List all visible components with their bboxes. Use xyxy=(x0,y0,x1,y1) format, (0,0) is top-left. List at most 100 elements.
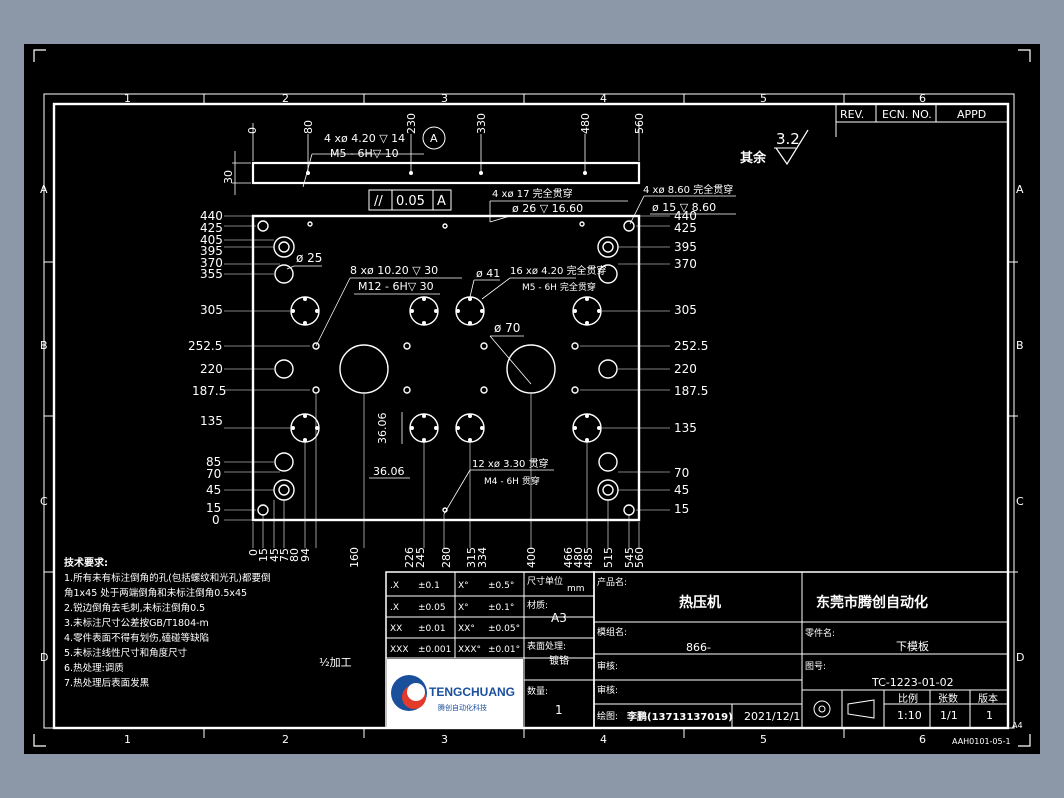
zone-col-6-bottom: 6 xyxy=(919,733,926,746)
roughness-rest-label: 其余 xyxy=(740,150,767,166)
ldim-220: 220 xyxy=(200,362,223,376)
product-name: 热压机 xyxy=(679,594,721,611)
bdim-94: 94 xyxy=(299,548,312,562)
note-m4: M4 - 6H 贯穿 xyxy=(484,475,540,487)
rdim-395: 395 xyxy=(674,240,697,254)
ldim-370: 370 xyxy=(200,256,223,270)
top-dim-0: 0 xyxy=(246,127,259,134)
ldim-252-5: 252.5 xyxy=(188,339,222,353)
parallel-value: 0.05 xyxy=(396,194,425,209)
zone-row-b-right: B xyxy=(1016,339,1024,352)
scale-label: 比例 xyxy=(898,692,918,705)
rdim-187-5: 187.5 xyxy=(674,384,708,398)
tol-r2-c2: ±0.05 xyxy=(418,603,446,613)
tech-notes-title: 技术要求: xyxy=(64,556,108,569)
bdim-466: 466 xyxy=(562,547,575,568)
top-dim-230: 230 xyxy=(405,113,418,134)
left-ordinate-dims: 440 425 405 395 370 355 305 252.5 220 18… xyxy=(188,209,226,527)
ldim-305: 305 xyxy=(200,303,223,317)
approve-label: 审核: xyxy=(597,684,618,696)
tech-note-5: 4.零件表面不得有划伤,磕碰等缺陷 xyxy=(64,632,209,644)
zone-col-2: 2 xyxy=(282,92,289,105)
surface-value: 镀铬 xyxy=(549,654,569,667)
zone-col-5-bottom: 5 xyxy=(760,733,767,746)
note-4x17: 4 xø 17 完全贯穿 xyxy=(492,187,573,200)
bdim-280: 280 xyxy=(440,547,453,568)
paper-size: A4 xyxy=(1012,721,1023,730)
parallel-datum: A xyxy=(437,194,446,209)
ldim-425: 425 xyxy=(200,221,223,235)
version-value: 1 xyxy=(986,709,993,722)
sheet-value: 1/1 xyxy=(940,709,958,722)
tech-note-2: 角1x45 处于两端倒角和未标注倒角0.5x45 xyxy=(64,587,247,599)
part-number: TC-1223-01-02 xyxy=(871,676,954,689)
leader-lines xyxy=(286,195,736,515)
note-d15: ø 15 ▽ 8.60 xyxy=(652,201,716,214)
drawing-canvas: 1 2 3 4 5 6 1 2 3 4 5 6 A B C D A B C D … xyxy=(33,49,1031,747)
ldim-135: 135 xyxy=(200,414,223,428)
crop-marks xyxy=(33,49,1031,747)
tech-note-8: 7.热处理后表面发黑 xyxy=(64,677,150,689)
ecn-header: ECN. NO. xyxy=(882,108,932,121)
rdim-45: 45 xyxy=(674,483,689,497)
tol-r1-c4: ±0.5° xyxy=(488,581,514,591)
bdim-400: 400 xyxy=(525,547,538,568)
zone-col-4: 4 xyxy=(600,92,607,105)
tol-r1-c1: .X xyxy=(390,581,399,591)
ldim-70: 70 xyxy=(206,467,221,481)
surface-label: 表面处理: xyxy=(527,640,566,652)
tech-note-4: 3.未标注尺寸公差按GB/T1804-m xyxy=(64,617,209,629)
rdim-370: 370 xyxy=(674,257,697,271)
model-label: 模组名: xyxy=(597,626,627,638)
scale-value: 1:10 xyxy=(897,709,922,722)
rdim-305: 305 xyxy=(674,303,697,317)
dim-36-vertical: 36.06 xyxy=(376,413,389,445)
drawer-label: 绘图: xyxy=(597,710,618,722)
dim-36-horizontal: 36.06 xyxy=(373,465,405,478)
document-number: AAH0101-05-1 xyxy=(952,737,1011,746)
zone-row-b: B xyxy=(40,339,48,352)
tech-note-6: 5.未标注线性尺寸和角度尺寸 xyxy=(64,647,188,659)
note-16x4: 16 xø 4.20 完全贯穿 xyxy=(510,264,607,277)
tol-r4-c2: ±0.001 xyxy=(418,645,451,655)
logo-name: TENGCHUANG xyxy=(429,685,515,699)
top-hole-note: 4 xø 4.20 ▽ 14 xyxy=(324,132,405,145)
top-view: 0 80 230 330 480 560 30 4 xø 4.20 ▽ 14 M… xyxy=(222,113,646,211)
note-d41: ø 41 xyxy=(476,267,500,280)
rev-header: REV. xyxy=(840,108,864,121)
plate-outline xyxy=(251,214,641,522)
bdim-485: 485 xyxy=(582,547,595,568)
top-dim-thickness: 30 xyxy=(222,170,235,184)
top-dim-330: 330 xyxy=(475,113,488,134)
zone-row-c: C xyxy=(40,495,48,508)
zone-col-1: 1 xyxy=(124,92,131,105)
boss-screw-holes xyxy=(291,297,601,442)
material-label: 材质: xyxy=(527,599,548,611)
note-8x10: 8 xø 10.20 ▽ 30 xyxy=(350,264,438,277)
parallel-symbol: // xyxy=(374,194,383,209)
draw-date: 2021/12/1 xyxy=(744,710,800,723)
tol-r3-c2: ±0.01 xyxy=(418,624,446,634)
tech-note-7: 6.热处理:调质 xyxy=(64,662,124,674)
zone-col-3: 3 xyxy=(441,92,448,105)
tol-r1-c3: X° xyxy=(458,581,469,591)
zone-row-a: A xyxy=(40,183,48,196)
zone-row-d-right: D xyxy=(1016,651,1024,664)
zone-row-a-right: A xyxy=(1016,183,1024,196)
bdim-560: 560 xyxy=(633,547,646,568)
zone-col-1-bottom: 1 xyxy=(124,733,131,746)
cad-viewport[interactable]: 1 2 3 4 5 6 1 2 3 4 5 6 A B C D A B C D … xyxy=(24,44,1040,754)
ldim-0: 0 xyxy=(212,513,220,527)
bdim-160: 160 xyxy=(348,547,361,568)
tol-r4-c3: XXX° xyxy=(458,645,481,655)
note-12x3: 12 xø 3.30 贯穿 xyxy=(472,457,549,470)
bdim-226: 226 xyxy=(403,547,416,568)
note-m5-through: M5 - 6H 完全贯穿 xyxy=(522,281,596,293)
drawer-name: 李鹏(13713137019) xyxy=(626,710,733,723)
note-d70: ø 70 xyxy=(494,321,520,335)
ldim-85: 85 xyxy=(206,455,221,469)
rdim-252-5: 252.5 xyxy=(674,339,708,353)
tol-r3-c1: XX xyxy=(390,624,402,634)
rdim-440: 440 xyxy=(674,209,697,223)
note-d25: ø 25 xyxy=(296,251,322,265)
